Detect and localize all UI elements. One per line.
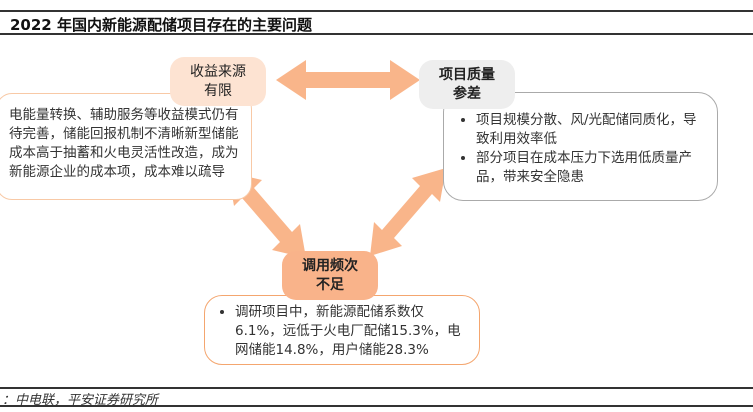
title-top-rule bbox=[0, 10, 753, 12]
page-title: 2022 年国内新能源配储项目存在的主要问题 bbox=[10, 16, 312, 34]
quality-box: 项目规模分散、风/光配储同质化，导致利用效率低 部分项目在成本压力下选用低质量产… bbox=[443, 92, 718, 201]
revenue-text: 电能量转换、辅助服务等收益模式仍有待完善，储能回报机制不清晰新型储能成本高于抽蓄… bbox=[9, 107, 239, 180]
frequency-label-line1: 调用频次 bbox=[302, 257, 358, 274]
frequency-label-line2: 不足 bbox=[316, 276, 344, 293]
source-bottom-rule bbox=[0, 405, 753, 407]
frequency-box: 调研项目中，新能源配储系数仅6.1%，远低于火电厂配储15.3%，电网储能14.… bbox=[204, 295, 480, 365]
quality-bullet: 部分项目在成本压力下选用低质量产品，带来安全隐患 bbox=[476, 149, 709, 187]
revenue-label-line2: 有限 bbox=[204, 82, 232, 99]
quality-label-line2: 参差 bbox=[453, 85, 481, 102]
revenue-label: 收益来源 有限 bbox=[170, 57, 266, 106]
revenue-label-line1: 收益来源 bbox=[190, 63, 246, 80]
quality-bullet: 项目规模分散、风/光配储同质化，导致利用效率低 bbox=[476, 111, 709, 149]
quality-label-line1: 项目质量 bbox=[439, 66, 495, 83]
source-top-rule bbox=[0, 387, 753, 389]
title-bottom-rule bbox=[0, 33, 753, 35]
frequency-label: 调用频次 不足 bbox=[282, 251, 378, 300]
double-arrow-right-diagonal bbox=[370, 168, 446, 256]
source-note: ：中电联，平安证券研究所 bbox=[2, 393, 159, 408]
revenue-box: 电能量转换、辅助服务等收益模式仍有待完善，储能回报机制不清晰新型储能成本高于抽蓄… bbox=[0, 93, 252, 200]
quality-label: 项目质量 参差 bbox=[419, 60, 515, 109]
frequency-bullet: 调研项目中，新能源配储系数仅6.1%，远低于火电厂配储15.3%，电网储能14.… bbox=[235, 303, 467, 360]
double-arrow-horizontal bbox=[276, 60, 420, 100]
